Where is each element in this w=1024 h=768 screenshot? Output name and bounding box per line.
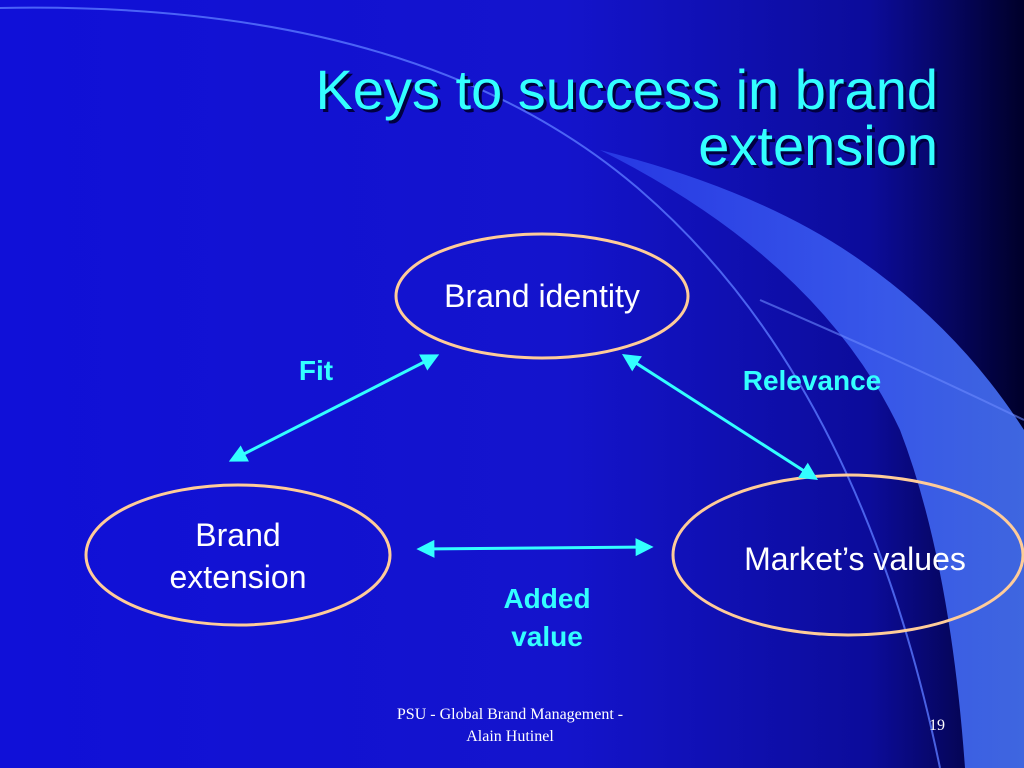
added-value-label-line1: Added — [503, 583, 591, 614]
slide-footer: PSU - Global Brand Management - Alain Hu… — [355, 704, 665, 748]
slide-title-line2: extension — [698, 114, 938, 177]
brand-extension-label: Brand extension — [100, 514, 376, 598]
market-values-node — [671, 473, 1024, 637]
added-value-arrow — [416, 538, 654, 558]
brand-identity-node — [394, 232, 690, 360]
fit-arrow — [228, 354, 440, 462]
slide-title-line1: Keys to success in brand — [315, 58, 938, 121]
decorative-curve — [0, 6, 941, 768]
footer-line1: PSU - Global Brand Management - — [396, 706, 624, 723]
decorative-curve — [759, 299, 1024, 421]
brand-extension-label-line2: extension — [169, 559, 307, 595]
page-number: 19 — [929, 717, 945, 734]
market-values-label: Market’s values — [744, 541, 966, 577]
brand-identity-label: Brand identity — [444, 278, 640, 314]
relevance-arrow — [621, 354, 819, 480]
added-value-label-line2: value — [511, 621, 583, 652]
fit-label: Fit — [298, 355, 334, 386]
slide-title: Keys to success in brand extension — [150, 62, 938, 174]
relevance-label: Relevance — [742, 365, 882, 396]
decorative-wave — [600, 150, 1024, 768]
brand-extension-node — [84, 483, 392, 627]
added-value-label: Added value — [462, 580, 632, 656]
footer-line2: Alain Hutinel — [466, 728, 554, 745]
brand-extension-label-line1: Brand — [195, 517, 281, 553]
